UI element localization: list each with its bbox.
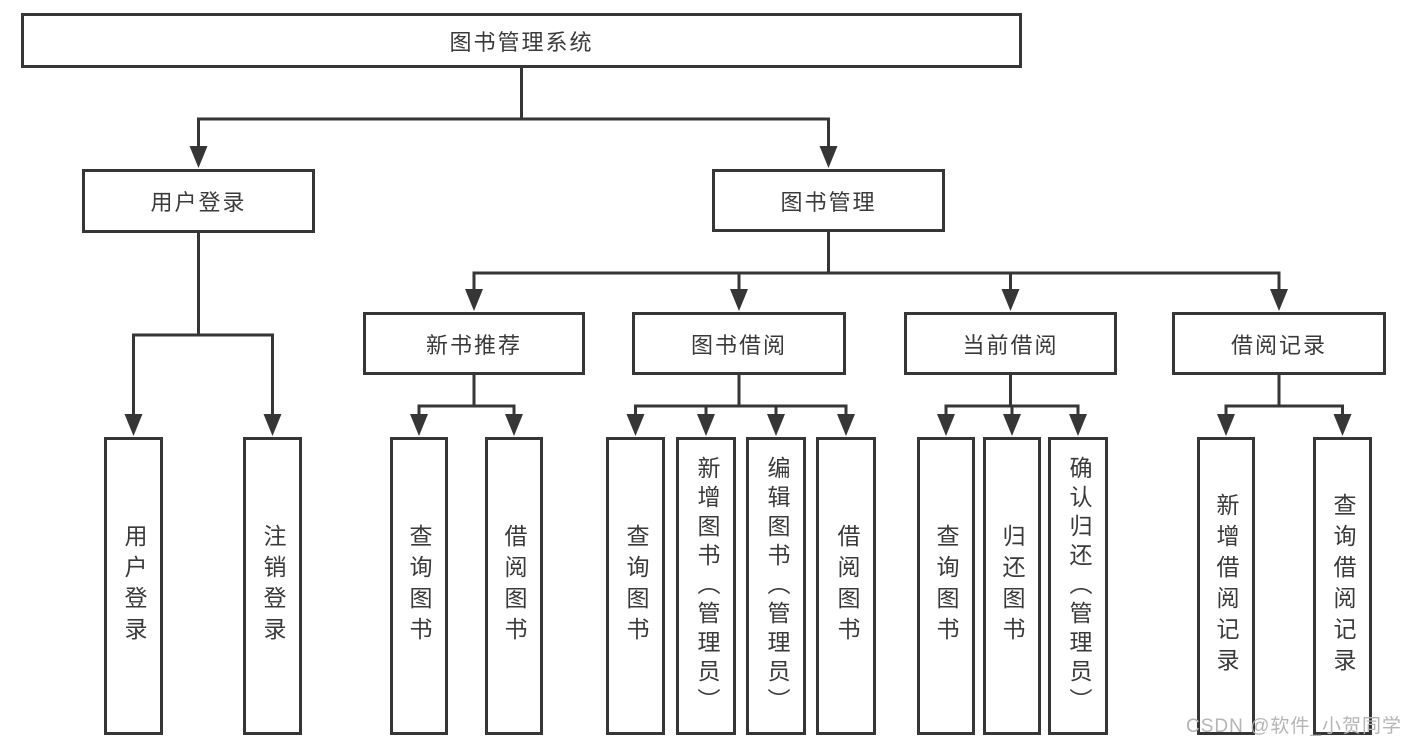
arrowhead-icon (767, 414, 785, 436)
arrowhead-icon (189, 146, 208, 168)
arrowhead-icon (465, 289, 483, 311)
arrowhead-icon (410, 414, 428, 436)
arrowhead-icon (837, 414, 855, 436)
node-borrow-edit-book-admin: 编辑图书（管理员） (746, 437, 806, 735)
node-borrowing-records: 借阅记录 (1172, 312, 1386, 375)
node-rec-borrow-book: 借阅图书 (485, 437, 543, 735)
node-library-system: 图书管理系统 (21, 13, 1022, 68)
node-book-management: 图书管理 (712, 169, 945, 232)
node-user-login: 用户登录 (104, 437, 163, 735)
node-current-query-book: 查询图书 (917, 437, 975, 735)
node-current-borrowing: 当前借阅 (904, 312, 1117, 375)
node-user-login-group: 用户登录 (82, 169, 315, 233)
node-borrow-query-book: 查询图书 (606, 437, 665, 735)
arrowhead-icon (937, 414, 955, 436)
arrowhead-icon (124, 414, 143, 436)
arrowhead-icon (1217, 414, 1235, 436)
arrowhead-icon (1333, 414, 1352, 436)
arrowhead-icon (263, 414, 282, 436)
arrowhead-icon (626, 414, 645, 436)
node-borrow-borrow-book: 借阅图书 (816, 437, 876, 735)
arrowhead-icon (819, 146, 838, 168)
node-records-add-record: 新增借阅记录 (1197, 437, 1255, 735)
arrowhead-icon (1270, 289, 1288, 311)
arrowhead-icon (505, 414, 523, 436)
csdn-watermark: CSDN @软件_小贺同学 (1186, 716, 1402, 737)
arrowhead-icon (1001, 289, 1020, 311)
arrowhead-icon (730, 289, 748, 311)
node-borrow-add-book-admin: 新增图书（管理员） (676, 437, 736, 735)
arrowhead-icon (1003, 414, 1021, 436)
node-logout: 注销登录 (243, 437, 302, 735)
node-rec-query-book: 查询图书 (390, 437, 448, 735)
node-current-confirm-return-admin: 确认归还（管理员） (1048, 437, 1108, 735)
node-current-return-book: 归还图书 (983, 437, 1041, 735)
node-new-book-recommendation: 新书推荐 (363, 312, 585, 375)
arrowhead-icon (1069, 414, 1087, 436)
node-records-query-record: 查询借阅记录 (1313, 437, 1372, 735)
node-book-borrowing: 图书借阅 (632, 312, 846, 375)
arrowhead-icon (697, 414, 715, 436)
